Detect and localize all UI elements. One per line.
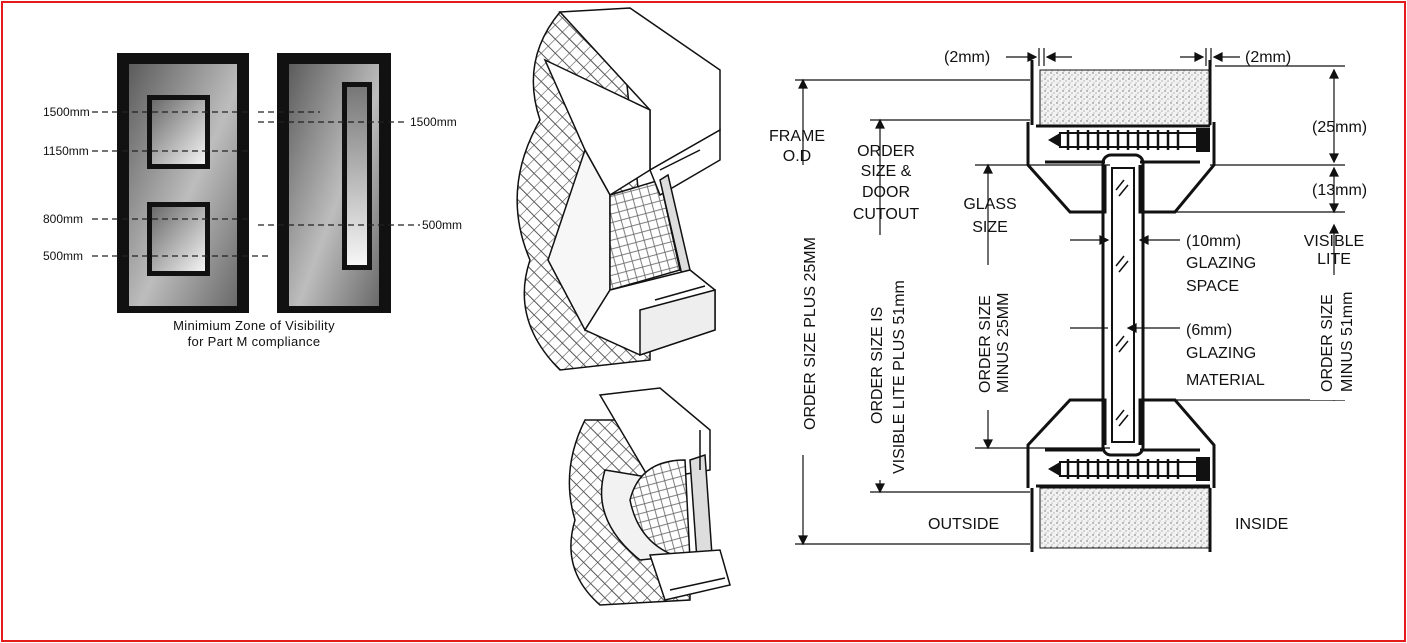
level-1150mm: 1150mm <box>43 144 89 158</box>
screw-bottom <box>1048 457 1210 481</box>
order-size-plus-25mm: ORDER SIZE PLUS 25MM <box>802 237 819 430</box>
order-size-minus-51mm-line-1: ORDER SIZE <box>1319 294 1336 392</box>
caption-line-2: for Part M compliance <box>188 334 321 349</box>
glazing-material-line-2: MATERIAL <box>1186 372 1265 389</box>
door-right <box>277 53 391 313</box>
dim-25mm-label: (25mm) <box>1312 119 1367 136</box>
glazing-space-line-1: GLAZING <box>1186 255 1256 272</box>
level-1500mm-right: 1500mm <box>410 115 457 129</box>
level-800mm: 800mm <box>43 212 83 226</box>
order-size-line-2: SIZE & <box>861 163 912 180</box>
top-left-gap-label: (2mm) <box>944 49 990 66</box>
glazing-space-line-2: SPACE <box>1186 278 1239 295</box>
wall-top <box>1030 60 1212 126</box>
isometric-square-frame <box>516 7 721 371</box>
frame-od-line-1: FRAME <box>769 128 825 145</box>
level-500mm-left: 500mm <box>43 249 83 263</box>
top-right-gap-label: (2mm) <box>1245 49 1291 66</box>
dim-13mm-label: (13mm) <box>1312 182 1367 199</box>
frame-od-line-2: O.D <box>783 148 811 165</box>
outside-label: OUTSIDE <box>928 516 999 533</box>
visible-lite-line-1: VISIBLE <box>1304 233 1364 250</box>
visibility-dash-lines <box>92 111 420 257</box>
order-size-line-4: CUTOUT <box>853 206 920 223</box>
wall-bottom <box>1030 487 1212 552</box>
order-size-line-3: DOOR <box>862 184 910 201</box>
order-size-minus-25mm-line-2: MINUS 25MM <box>995 293 1012 393</box>
door-left <box>117 53 249 313</box>
caption-line-1: Minimium Zone of Visibility <box>173 318 335 333</box>
order-size-minus-51mm-line-2: MINUS 51mm <box>1339 292 1356 392</box>
isometric-round-frame <box>568 387 731 606</box>
order-size-line-1: ORDER <box>857 143 915 160</box>
order-size-is-line-2: VISIBLE LITE PLUS 51mm <box>891 280 908 474</box>
glass-size-line-2: SIZE <box>972 219 1008 236</box>
glazing-material-dim: (6mm) <box>1186 322 1232 339</box>
glass-pane <box>1101 153 1145 457</box>
glazing-space-dim: (10mm) <box>1186 233 1241 250</box>
glass-size-line-1: GLASS <box>963 196 1016 213</box>
visible-lite-line-2: LITE <box>1317 251 1351 268</box>
level-500mm-right: 500mm <box>422 218 462 232</box>
level-1500mm-left: 1500mm <box>43 105 90 119</box>
order-size-minus-25mm-line-1: ORDER SIZE <box>977 295 994 393</box>
screw-top <box>1048 128 1210 152</box>
inside-label: INSIDE <box>1235 516 1288 533</box>
order-size-is-line-1: ORDER SIZE IS <box>869 307 886 424</box>
glazing-material-line-1: GLAZING <box>1186 345 1256 362</box>
